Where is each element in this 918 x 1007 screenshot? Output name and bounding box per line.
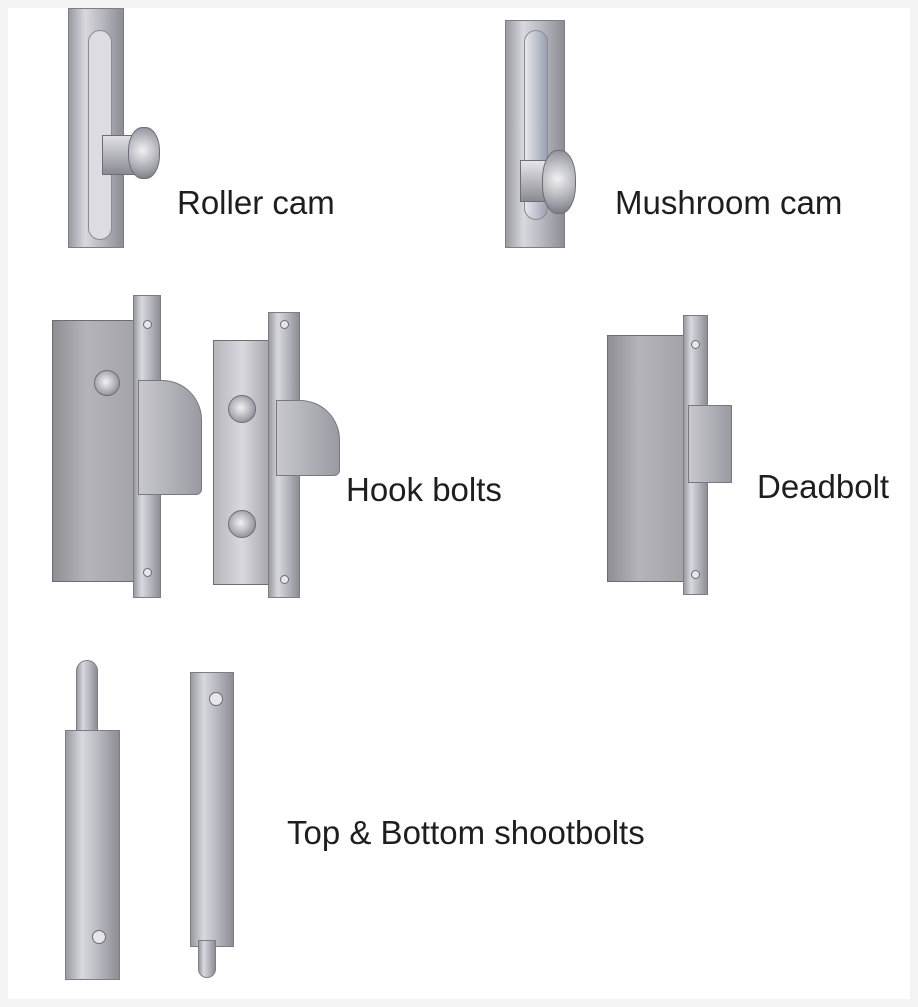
- shootbolts-label: Top & Bottom shootbolts: [287, 814, 645, 851]
- deadbolt-label: Deadbolt: [757, 468, 890, 505]
- roller-cam-label: Roller cam: [177, 184, 335, 221]
- mushroom-cam-label: Mushroom cam: [615, 184, 843, 221]
- hook-bolts-label: Hook bolts: [346, 471, 502, 508]
